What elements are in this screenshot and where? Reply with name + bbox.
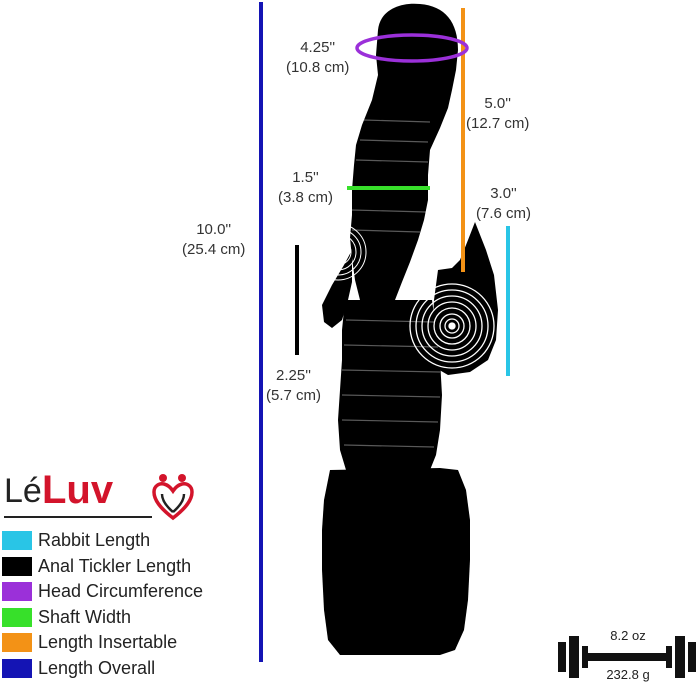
legend-label: Shaft Width	[38, 606, 132, 627]
length-overall-cm: (25.4 cm)	[182, 241, 246, 258]
legend-item: Rabbit Length	[2, 528, 203, 554]
head-circumference-label: 4.25'' (10.8 cm)	[286, 38, 349, 78]
legend-label: Length Insertable	[38, 632, 178, 653]
shaft-width-label: 1.5'' (3.8 cm)	[278, 168, 333, 208]
weight-g: 232.8 g	[606, 667, 650, 682]
legend-item: Shaft Width	[2, 605, 203, 631]
dumbbell-icon	[558, 636, 696, 678]
length-insertable-swatch	[2, 633, 32, 653]
rabbit-vibration-icon	[409, 283, 495, 369]
legend-label: Head Circumference	[38, 581, 204, 602]
lelu-logo: Lé Luv	[4, 466, 194, 526]
legend-item: Length Overall	[2, 656, 203, 682]
length-overall-swatch	[2, 658, 32, 678]
rabbit-length-cm: (7.6 cm)	[476, 205, 532, 222]
length-overall-inches: 10.0''	[196, 221, 232, 238]
length-overall-label: 10.0'' (25.4 cm)	[182, 220, 245, 260]
anal-tickler-length-label: 2.25'' (5.7 cm)	[266, 366, 321, 406]
logo-prefix: Lé	[4, 472, 42, 510]
head-circumference-cm: (10.8 cm)	[286, 59, 350, 76]
legend: Rabbit Length Anal Tickler Length Head C…	[2, 528, 203, 681]
shaft-width-inches: 1.5''	[292, 169, 319, 186]
rabbit-length-swatch	[2, 531, 32, 551]
head-circumference-swatch	[2, 582, 32, 602]
rabbit-length-inches: 3.0''	[490, 185, 517, 202]
legend-item: Head Circumference	[2, 579, 203, 605]
logo-underline	[4, 516, 152, 518]
head-circumference-inches: 4.25''	[300, 39, 336, 56]
legend-label: Length Overall	[38, 657, 156, 678]
legend-label: Anal Tickler Length	[38, 555, 192, 576]
anal-tickler-length-swatch	[2, 556, 32, 576]
length-insertable-label: 5.0'' (12.7 cm)	[466, 94, 529, 134]
heart-figures-icon	[152, 474, 194, 521]
weight-oz: 8.2 oz	[610, 628, 646, 643]
anal-tickler-length-inches: 2.25''	[276, 367, 311, 384]
shaft-width-swatch	[2, 607, 32, 627]
legend-item: Anal Tickler Length	[2, 554, 203, 580]
shaft-width-cm: (3.8 cm)	[278, 189, 334, 206]
legend-item: Length Insertable	[2, 630, 203, 656]
logo-brand: Luv	[42, 468, 114, 512]
rabbit-length-label: 3.0'' (7.6 cm)	[476, 184, 531, 224]
length-insertable-inches: 5.0''	[484, 95, 511, 112]
legend-label: Rabbit Length	[38, 530, 151, 551]
length-insertable-cm: (12.7 cm)	[466, 115, 530, 132]
anal-tickler-length-cm: (5.7 cm)	[266, 387, 322, 404]
head-circumference-ring	[355, 33, 469, 63]
tickler-vibration-icon	[309, 223, 367, 281]
